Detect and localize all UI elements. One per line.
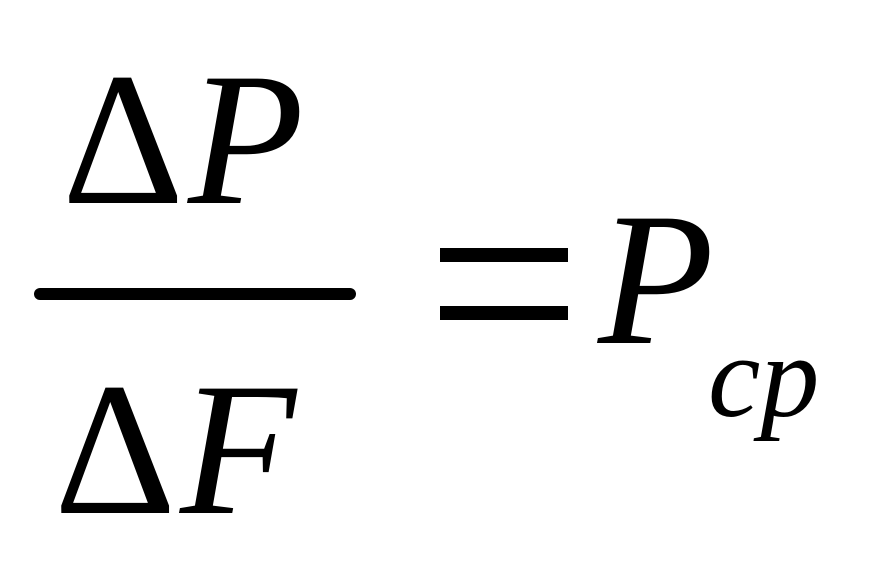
denominator-variable: F <box>180 345 297 555</box>
right-side-variable: P <box>598 175 715 385</box>
numerator-variable: P <box>188 35 305 245</box>
numerator-delta-symbol: Δ <box>62 35 185 245</box>
equals-sign <box>440 248 568 320</box>
right-side-subscript: cp <box>708 311 820 442</box>
equals-top-bar <box>440 248 568 262</box>
denominator-delta-symbol: Δ <box>54 345 177 555</box>
equals-bottom-bar <box>440 306 568 320</box>
fraction-bar <box>34 288 356 300</box>
